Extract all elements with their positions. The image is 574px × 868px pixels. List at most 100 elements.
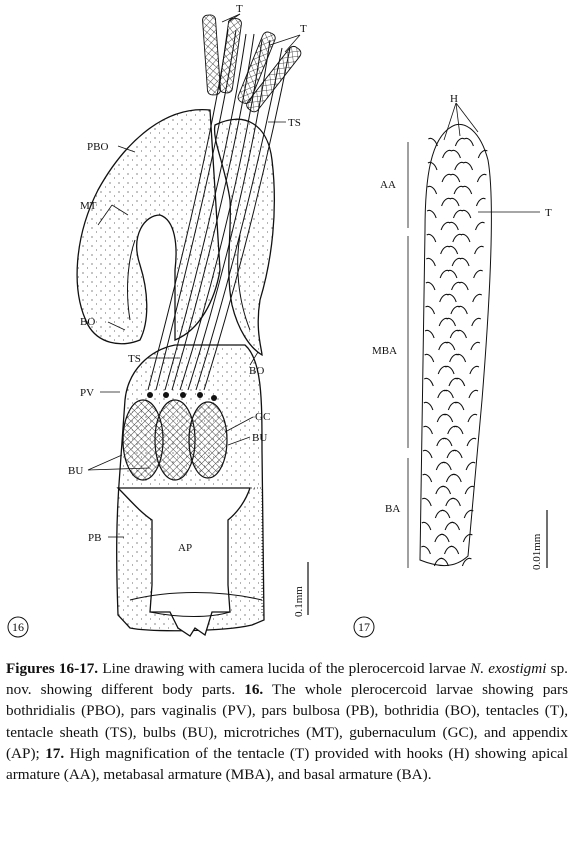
hook xyxy=(435,461,446,471)
hook xyxy=(424,353,435,363)
hook xyxy=(450,173,461,183)
hook xyxy=(426,233,437,243)
hook xyxy=(459,257,470,267)
hook xyxy=(445,473,456,483)
figure-16-drawing: T T TS PBO MT BO BO TS PV GC BU BU PB AP… xyxy=(7,3,309,638)
hook xyxy=(454,401,465,411)
hook xyxy=(474,221,485,231)
label-ts-16a: TS xyxy=(288,117,301,129)
hook xyxy=(449,197,460,207)
hook xyxy=(441,485,452,495)
hook xyxy=(439,557,449,567)
hook xyxy=(455,377,466,387)
hook xyxy=(450,305,461,315)
hook xyxy=(423,401,434,411)
bothridium-right xyxy=(213,118,275,357)
caption-fig16-number: 16. xyxy=(244,681,264,699)
hook xyxy=(442,149,452,159)
caption-species: N. exostigmi xyxy=(470,660,547,677)
hook xyxy=(454,137,465,147)
hook xyxy=(469,365,480,375)
hook xyxy=(434,509,445,519)
hook xyxy=(449,545,460,555)
hook xyxy=(473,269,483,279)
tentacle-hooks xyxy=(421,137,488,567)
hook xyxy=(451,473,462,483)
hook xyxy=(423,377,434,387)
hook xyxy=(443,545,454,555)
label-mt: MT xyxy=(80,200,97,212)
hook xyxy=(452,233,463,243)
label-bo-left: BO xyxy=(80,316,95,328)
label-aa: AA xyxy=(380,179,396,191)
appendix xyxy=(116,487,251,637)
hook xyxy=(448,245,459,255)
figure-number-16: 16 xyxy=(12,620,24,634)
hook xyxy=(472,293,483,303)
caption-after-species: sp. nov. showing different body parts. xyxy=(6,660,568,699)
hook xyxy=(451,281,461,291)
figure-caption: Figures 16-17. Line drawing with camera … xyxy=(6,658,568,785)
hook xyxy=(427,185,438,195)
label-ba: BA xyxy=(385,503,400,515)
caption-fig17-text: High magnification of the tentacle (T) p… xyxy=(6,744,568,784)
hook xyxy=(428,137,438,147)
hook xyxy=(461,209,472,219)
hook xyxy=(453,185,464,195)
label-pb: PB xyxy=(88,532,101,544)
hook xyxy=(466,437,477,447)
label-ap: AP xyxy=(178,542,192,554)
figure-plate: T T TS PBO MT BO BO TS PV GC BU BU PB AP… xyxy=(7,3,552,638)
hook xyxy=(441,197,451,207)
figure-17-drawing: H AA T MBA BA 0.01mm 17 xyxy=(353,93,552,638)
hook xyxy=(446,293,457,303)
figure-number-17: 17 xyxy=(358,620,370,634)
hook xyxy=(448,377,459,387)
hook xyxy=(468,389,479,399)
hook xyxy=(421,545,431,555)
hook xyxy=(444,365,455,375)
hook xyxy=(436,437,447,447)
hook xyxy=(462,185,473,195)
hook xyxy=(447,425,458,435)
hook xyxy=(425,305,436,315)
tentacle-outline xyxy=(419,123,492,566)
hook xyxy=(453,425,464,435)
hook xyxy=(421,521,432,531)
hook xyxy=(444,389,454,399)
hook xyxy=(446,317,457,327)
hook xyxy=(447,269,458,279)
hook xyxy=(440,245,450,255)
hook xyxy=(441,461,452,471)
hook xyxy=(440,221,451,231)
label-pbo: PBO xyxy=(87,141,108,153)
bulbs xyxy=(122,392,228,481)
hook xyxy=(475,197,486,207)
label-gc: GC xyxy=(255,411,270,423)
hook xyxy=(454,161,465,171)
hook xyxy=(443,413,454,423)
hook xyxy=(437,389,448,399)
hook xyxy=(461,557,472,567)
hook xyxy=(451,257,462,267)
label-t-16a: T xyxy=(236,3,243,15)
scale-label-17: 0.01mm xyxy=(531,533,543,570)
hook xyxy=(456,353,467,363)
label-mba: MBA xyxy=(372,345,397,357)
hook xyxy=(476,173,487,183)
hook xyxy=(440,509,451,519)
caption-heading: Figures 16-17. xyxy=(6,660,99,677)
hook xyxy=(474,245,484,255)
hook xyxy=(444,521,455,531)
label-bu-right: BU xyxy=(252,432,267,444)
hook xyxy=(452,209,463,219)
hook xyxy=(434,533,445,543)
hook xyxy=(438,317,449,327)
hook xyxy=(465,461,476,471)
hook xyxy=(426,257,436,267)
hook xyxy=(442,437,453,447)
hook xyxy=(463,509,474,519)
hook xyxy=(425,281,436,291)
hook xyxy=(464,137,474,147)
hook xyxy=(422,449,433,459)
